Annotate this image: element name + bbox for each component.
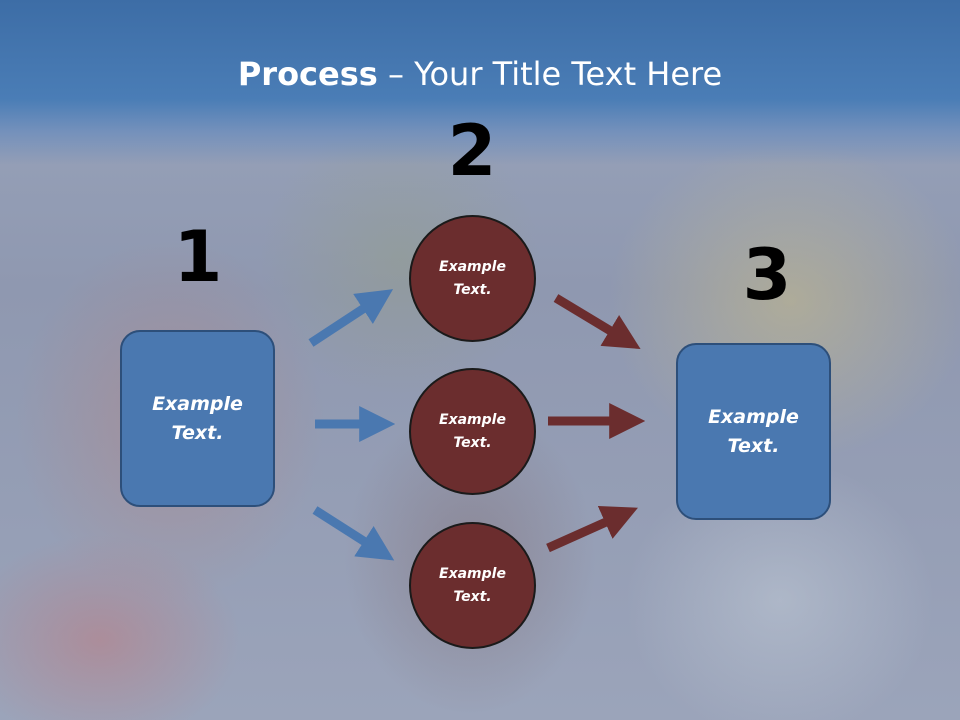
circle-top-line1: Example	[439, 258, 506, 275]
circle-middle-line2: Text.	[453, 434, 492, 451]
step1-line1: Example	[152, 392, 243, 415]
step3-line1: Example	[708, 405, 799, 428]
step-number-2: 2	[447, 110, 497, 192]
circle-bottom-line2: Text.	[453, 588, 492, 605]
step-number-3: 3	[742, 234, 792, 316]
circle-middle-line1: Example	[439, 411, 506, 428]
circle-top-line2: Text.	[453, 281, 492, 298]
arrow-top-to-3	[553, 294, 641, 350]
title-rest: – Your Title Text Here	[377, 55, 723, 93]
step3-line2: Text.	[727, 434, 780, 457]
title-bold: Process	[237, 55, 378, 93]
step1-line2: Text.	[171, 421, 224, 444]
step-number-1: 1	[173, 216, 223, 298]
arrow-1-to-bottom	[312, 506, 395, 561]
header-band	[0, 0, 960, 165]
arrow-1-to-top	[308, 289, 394, 347]
arrow-bottom-to-3	[546, 505, 638, 553]
circle-bottom-line1: Example	[439, 565, 506, 582]
slide-title: Process – Your Title Text Here	[0, 52, 960, 96]
